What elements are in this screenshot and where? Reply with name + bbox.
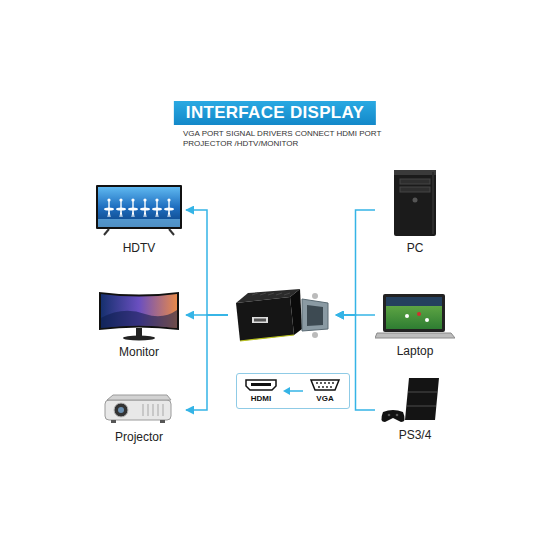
- port-label: VGA: [316, 394, 333, 404]
- projector-icon: [93, 392, 185, 426]
- device-label: Monitor: [119, 345, 159, 359]
- device-label: HDTV: [123, 241, 156, 255]
- device-label: Laptop: [397, 344, 434, 358]
- title-banner: INTERFACE DISPLAY: [174, 101, 376, 125]
- device-node: Laptop: [375, 292, 455, 358]
- hdmi-port-icon: [244, 378, 278, 392]
- laptop-icon: [375, 292, 455, 340]
- port-label: HDMI: [251, 394, 271, 404]
- device-label: Projector: [115, 430, 163, 444]
- port-cell: VGA: [308, 378, 342, 404]
- conversion-box: HDMI VGA: [236, 373, 350, 409]
- device-label: PC: [407, 241, 424, 255]
- device-label: PS3/4: [399, 428, 432, 442]
- tv-icon: [93, 183, 185, 237]
- ps-icon: [375, 376, 455, 424]
- device-node: HDTV: [92, 183, 186, 255]
- device-node: Projector: [92, 392, 186, 444]
- adapter-icon: [228, 285, 336, 345]
- monitor-icon: [93, 288, 185, 342]
- device-node: PC: [375, 168, 455, 255]
- connector-arrow: [186, 210, 228, 315]
- subtitle-text: VGA PORT SIGNAL DRIVERS CONNECT HDMI POR…: [183, 129, 398, 149]
- vga-port-icon: [308, 378, 342, 392]
- pc-icon: [375, 168, 455, 238]
- device-node: PS3/4: [375, 376, 455, 442]
- device-node: Monitor: [92, 288, 186, 359]
- direction-arrow: [282, 384, 304, 398]
- device-node: [228, 285, 336, 345]
- connector-arrow: [186, 315, 228, 410]
- port-cell: HDMI: [244, 378, 278, 404]
- connector-arrow: [336, 210, 375, 315]
